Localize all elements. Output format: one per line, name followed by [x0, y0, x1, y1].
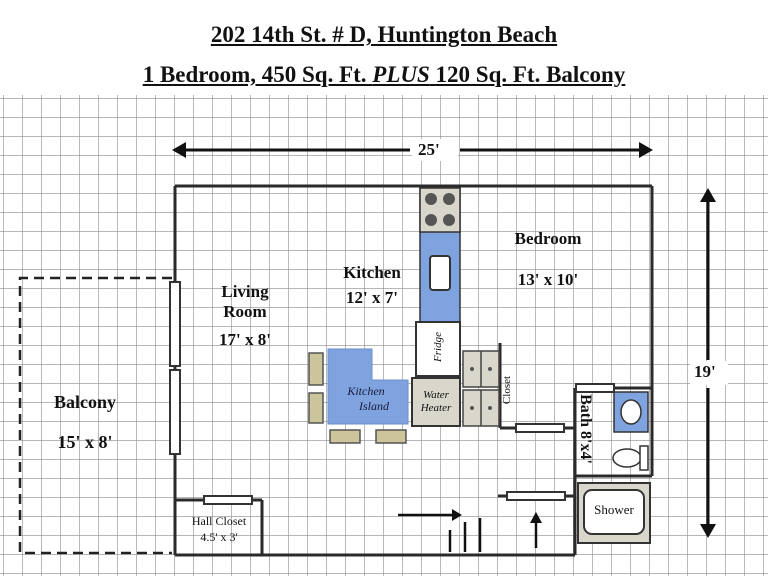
water-heater-label: Water Heater	[412, 389, 460, 415]
balcony-name: Balcony	[53, 392, 116, 412]
width-dimension-arrow	[172, 142, 653, 158]
bath-sink	[620, 399, 642, 425]
fridge-label: Fridge	[432, 332, 444, 362]
summary-prefix: 1 Bedroom, 450 Sq. Ft.	[142, 62, 367, 87]
hall-closet-name: Hall Closet	[191, 514, 247, 528]
shower-pan	[583, 489, 645, 535]
balcony-outline	[18, 276, 172, 555]
shower-label: Shower	[594, 502, 634, 517]
height-label-bg	[690, 361, 728, 385]
width-dimension-label: 25'	[418, 140, 440, 159]
address-text: 202 14th St. # D, Huntington Beach	[210, 22, 558, 47]
bath-door	[506, 491, 566, 501]
island-line-2: Island	[359, 399, 389, 413]
water-heater	[411, 377, 461, 427]
page-title: 202 14th St. # D, Huntington Beach	[0, 22, 768, 48]
kitchen-island-label: Kitchen Island	[330, 384, 402, 414]
toilet	[612, 445, 649, 471]
doors-and-windows	[169, 281, 615, 505]
kitchen-name: Kitchen	[343, 263, 401, 282]
bar-stools	[308, 352, 407, 444]
balcony-size: 15' x 8'	[57, 432, 113, 452]
kitchen-island	[327, 348, 409, 425]
summary-plus: PLUS	[372, 62, 430, 87]
bedroom-size: 13' x 10'	[517, 270, 579, 289]
cooktop	[419, 187, 461, 233]
sliding-door-upper	[169, 281, 181, 367]
closet-label: Closet	[501, 375, 513, 405]
kitchen-sink	[429, 255, 451, 291]
hall-closet-door	[203, 495, 253, 505]
kitchen-size: 12' x 7'	[346, 288, 398, 307]
page-subtitle: 1 Bedroom, 450 Sq. Ft. PLUS 120 Sq. Ft. …	[0, 62, 768, 88]
height-dimension-arrow	[700, 188, 716, 538]
living-room-label: Living Room	[210, 282, 280, 322]
summary-suffix: 120 Sq. Ft. Balcony	[435, 62, 626, 87]
closet-door	[515, 423, 565, 433]
laundry-units	[462, 350, 500, 427]
living-room-size: 17' x 8'	[219, 330, 271, 349]
bath-door-top	[575, 383, 615, 393]
sliding-door-lower	[169, 369, 181, 455]
water-heater-line-2: Heater	[420, 402, 452, 414]
height-dimension-label: 19'	[694, 362, 716, 381]
water-heater-line-1: Water	[423, 389, 449, 401]
bedroom-name: Bedroom	[514, 229, 582, 248]
stove-burners	[425, 193, 455, 226]
bath-label: Bath 8'x4'	[577, 394, 594, 464]
fridge	[415, 321, 461, 377]
hall-closet-size: 4.5' x 3'	[200, 530, 238, 544]
stairs-marking	[398, 509, 542, 552]
living-room-name-1: Living	[221, 282, 269, 301]
island-line-1: Kitchen	[347, 384, 385, 398]
width-label-bg	[412, 139, 458, 161]
living-room-name-2: Room	[223, 302, 267, 321]
